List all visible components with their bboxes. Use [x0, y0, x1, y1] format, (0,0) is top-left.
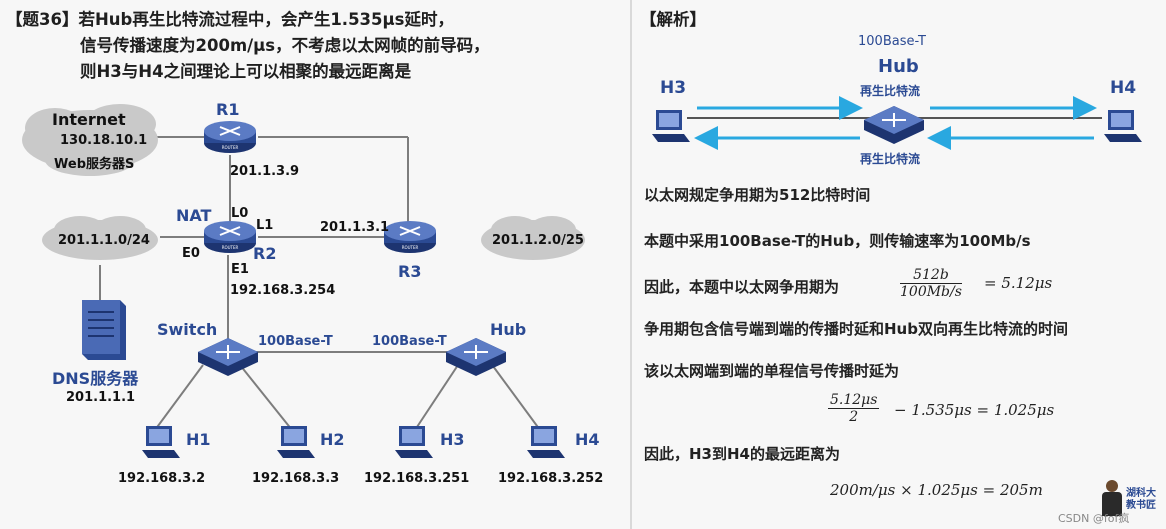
panel-divider — [630, 0, 632, 529]
analysis-h3-icon — [652, 110, 690, 142]
network-links — [99, 136, 541, 431]
e1-label: E1 — [231, 262, 249, 277]
analysis-line-6: 因此，H3到H4的最远距离为 — [644, 445, 840, 463]
question-line-2: 信号传播速度为200m/μs，不考虑以太网帧的前导码， — [80, 36, 490, 55]
server-label: Web服务器S — [54, 157, 135, 172]
analysis-h3-label: H3 — [660, 78, 687, 98]
analysis-header: 【解析】 — [640, 10, 706, 29]
fraction-1: 512b 100Mb/s — [900, 267, 962, 300]
question-line-3: 则H3与H4之间理论上可以相聚的最远距离是 — [80, 62, 412, 81]
nat-label: NAT — [176, 206, 212, 225]
l1-label: L1 — [256, 218, 274, 233]
dns-server-icon — [82, 300, 126, 360]
host-h4-icon — [527, 426, 565, 458]
net-left-cloud — [42, 216, 158, 260]
analysis-diagram — [652, 96, 1142, 150]
analysis-hub-icon — [864, 106, 924, 144]
internet-label: Internet — [52, 110, 126, 129]
analysis-line-3: 因此，本题中以太网争用期为 — [644, 278, 840, 296]
h2-ip: 192.168.3.3 — [252, 471, 340, 486]
question-panel: 【题36】若Hub再生比特流过程中，会产生1.535μs延时， 信号传播速度为2… — [6, 10, 604, 486]
r3-label: R3 — [398, 262, 422, 281]
dns-label: DNS服务器 — [52, 369, 139, 388]
analysis-line-1: 以太网规定争用期为512比特时间 — [644, 186, 871, 204]
r3-ip: 201.1.3.1 — [320, 220, 390, 235]
hub-label: Hub — [490, 320, 527, 339]
l0-label: L0 — [231, 206, 249, 221]
csdn-watermark: CSDN @fof疯 — [1058, 512, 1130, 525]
switch-icon — [198, 338, 258, 376]
network-topology-diagram: ROUTER ROUTER ROUTER — [22, 104, 585, 458]
router-tag: ROUTER — [222, 245, 239, 250]
analysis-panel: 【解析】 100Base-T Hub 再生比特流 再生比特流 H3 H4 — [632, 0, 1166, 529]
h1-label: H1 — [186, 430, 211, 449]
dns-ip: 201.1.1.1 — [66, 390, 136, 405]
presenter-avatar — [1100, 480, 1124, 520]
h4-ip: 192.168.3.252 — [498, 471, 604, 486]
analysis-h4-icon — [1104, 110, 1142, 142]
link1-label: 100Base-T — [258, 334, 333, 349]
analysis-line-4: 争用期包含信号端到端的传播时延和Hub双向再生比特流的时间 — [644, 320, 1068, 338]
internet-cloud — [22, 104, 158, 176]
r1-ip: 201.1.3.9 — [230, 164, 300, 179]
router-r1: ROUTER — [204, 121, 256, 153]
h1-ip: 192.168.3.2 — [118, 471, 206, 486]
h2-label: H2 — [320, 430, 345, 449]
router-tag: ROUTER — [222, 145, 239, 150]
analysis-hub-label: Hub — [878, 56, 919, 77]
router-r3: ROUTER — [384, 221, 436, 253]
r1-label: R1 — [216, 100, 240, 119]
equation-2-rest: − 1.535μs = 1.025μs — [894, 401, 1055, 419]
net-right-cloud — [481, 216, 585, 260]
hub-icon — [446, 338, 506, 376]
net-left-label: 201.1.1.0/24 — [58, 233, 150, 248]
avatar-caption: 湖科大教书匠 — [1126, 488, 1156, 511]
r2-label: R2 — [253, 244, 277, 263]
fraction-1-numerator: 512b — [900, 267, 962, 284]
regen-top-label: 再生比特流 — [860, 84, 921, 98]
host-h2-icon — [277, 426, 315, 458]
fraction-2: 5.12μs 2 — [828, 392, 880, 425]
analysis-line-5: 该以太网端到端的单程信号传播时延为 — [644, 362, 900, 380]
analysis-top-label: 100Base-T — [858, 34, 926, 49]
router-tag: ROUTER — [402, 245, 419, 250]
equation-3: 200m/μs × 1.025μs = 205m — [830, 481, 1043, 499]
h3-label: H3 — [440, 430, 465, 449]
fraction-2-denominator: 2 — [849, 409, 859, 425]
host-h3-icon — [395, 426, 433, 458]
h4-label: H4 — [575, 430, 600, 449]
switch-label: Switch — [157, 320, 218, 339]
server-ip: 130.18.10.1 — [60, 133, 148, 148]
equation-1-result: = 5.12μs — [984, 274, 1053, 292]
net-right-label: 201.1.2.0/25 — [492, 233, 584, 248]
fraction-1-denominator: 100Mb/s — [900, 284, 962, 300]
regen-bottom-label: 再生比特流 — [860, 152, 921, 166]
r2-e1-ip: 192.168.3.254 — [230, 283, 336, 298]
link2-label: 100Base-T — [372, 334, 447, 349]
fraction-2-numerator: 5.12μs — [828, 392, 880, 409]
analysis-h4-label: H4 — [1110, 78, 1137, 98]
router-r2: ROUTER — [204, 221, 256, 253]
question-line-1: 【题36】若Hub再生比特流过程中，会产生1.535μs延时， — [6, 10, 454, 29]
e0-label: E0 — [182, 246, 200, 261]
host-h1-icon — [142, 426, 180, 458]
h3-ip: 192.168.3.251 — [364, 471, 470, 486]
analysis-line-2: 本题中采用100Base-T的Hub，则传输速率为100Mb/s — [644, 232, 1031, 250]
